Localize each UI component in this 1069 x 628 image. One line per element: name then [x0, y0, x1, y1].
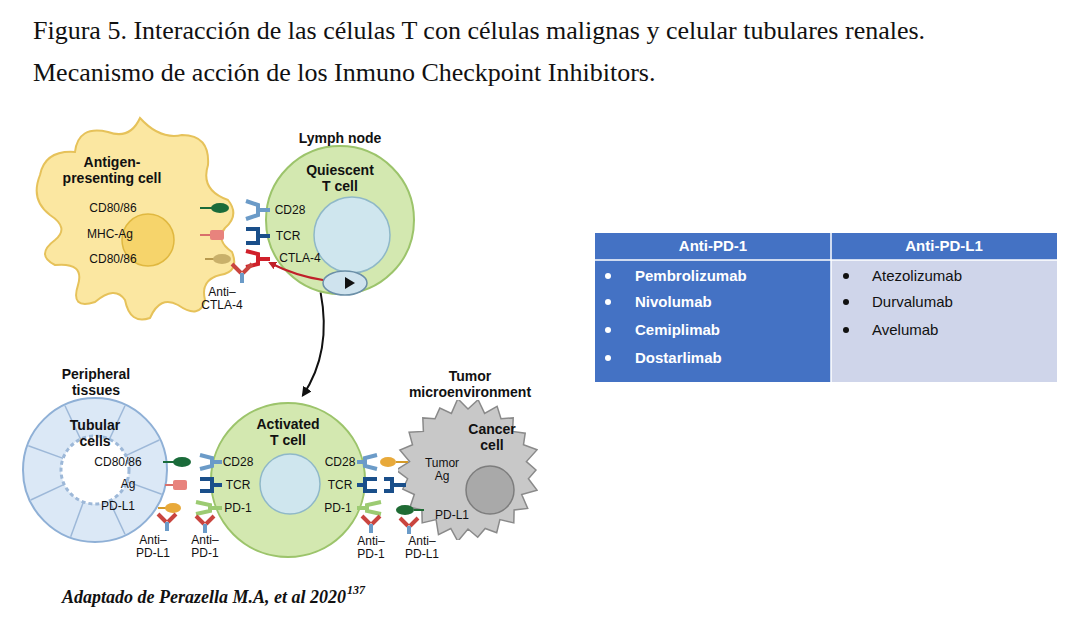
activation-arrow — [303, 292, 324, 395]
ligand-label: MHC-Ag — [87, 228, 133, 241]
table-cell: Dostarlimab — [635, 349, 722, 367]
cell-label: Tubular cells — [64, 417, 126, 449]
ligand-label: PD-L1 — [101, 500, 135, 513]
antibody-label: Anti– PD-1 — [351, 535, 391, 561]
cell-label: Antigen- presenting cell — [56, 154, 168, 186]
ligand-label: CD80/86 — [89, 253, 136, 266]
receptor-label: PD-1 — [324, 502, 351, 515]
cell-node: Quiescent T cell — [265, 145, 415, 295]
ligand-label: Ag — [121, 478, 136, 491]
table-cell: Durvalumab — [872, 293, 953, 311]
figure-caption: Adaptado de Perazella M.A, et al 2020 — [62, 587, 346, 608]
receptor-label: TCR — [226, 479, 251, 492]
table-cell: Atezolizumab — [872, 267, 962, 285]
table-cell: Avelumab — [872, 321, 938, 339]
receptor-label: CD28 — [325, 456, 356, 469]
receptor-label: TCR — [328, 479, 353, 492]
figure-title: Figura 5. Interacción de las células T c… — [33, 10, 963, 94]
antibody-label: Anti– PD-L1 — [131, 534, 176, 560]
region-heading: Lymph node — [299, 130, 382, 146]
region-heading: Tumor microenvironment — [405, 368, 535, 400]
cell-label: Activated T cell — [252, 416, 324, 448]
reference-number: 137 — [347, 584, 365, 597]
receptor-label: PD-1 — [224, 502, 251, 515]
antibody-label: Anti– CTLA-4 — [197, 286, 247, 312]
cell-node: Tubular cells — [22, 397, 168, 543]
antibody-label: Anti– PD-L1 — [400, 535, 445, 561]
receptor-label: CD28 — [275, 204, 306, 217]
table-cell: Nivolumab — [635, 293, 712, 311]
receptor-label: CTLA-4 — [279, 252, 320, 265]
cell-label: Cancer cell — [465, 421, 520, 453]
ligand-label: Tumor Ag — [421, 457, 463, 483]
antibody-label: Anti– PD-1 — [185, 534, 225, 560]
cell-label: Quiescent T cell — [301, 162, 379, 194]
table-cell: Cemiplimab — [635, 321, 720, 339]
table-cell: Pembrolizumab — [635, 267, 747, 285]
table-header: Anti-PD-L1 — [905, 237, 983, 255]
receptor-label: TCR — [276, 230, 301, 243]
ligand-label: PD-L1 — [435, 509, 469, 522]
table-header: Anti-PD-1 — [679, 237, 747, 255]
ligand-label: CD80/86 — [89, 202, 136, 215]
region-heading: Peripheral tissues — [56, 366, 136, 398]
ligand-label: CD80/86 — [94, 456, 141, 469]
receptor-label: CD28 — [223, 456, 254, 469]
